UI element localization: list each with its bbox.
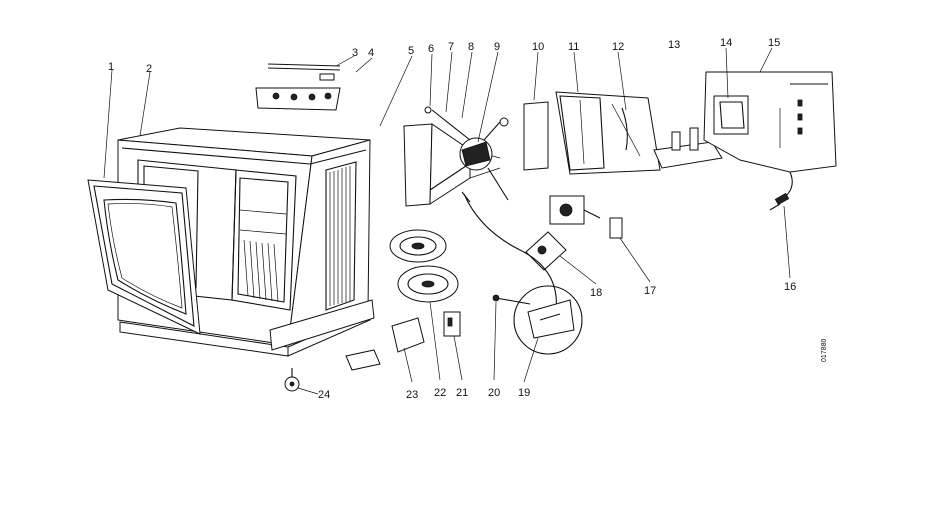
leader-lines (103, 47, 791, 395)
chassis (555, 91, 723, 175)
tuner-knob-bracket (255, 87, 341, 111)
callout-24: 24 (318, 389, 330, 401)
control-strip (267, 63, 341, 81)
callout-23: 23 (406, 389, 418, 401)
callout-22: 22 (434, 387, 446, 399)
callout-10: 10 (532, 41, 544, 53)
screw (492, 294, 531, 305)
callout-8: 8 (468, 41, 474, 53)
picture-tube (403, 123, 501, 207)
callout-11: 11 (568, 41, 579, 53)
callout-5: 5 (408, 45, 414, 57)
callout-14: 14 (720, 37, 732, 49)
speaker-bracket (443, 311, 461, 337)
front-bezel (87, 179, 201, 335)
callout-7: 7 (448, 41, 454, 53)
deflection-yoke (424, 106, 509, 203)
callout-17: 17 (644, 285, 656, 297)
callout-2: 2 (146, 63, 152, 75)
power-cord-plug (769, 171, 793, 211)
ground-cable (463, 193, 583, 355)
caster-wheel (284, 368, 300, 392)
callout-21: 21 (456, 387, 468, 399)
callout-9: 9 (494, 41, 500, 53)
side-shield (523, 101, 549, 171)
switch-assembly (549, 195, 623, 239)
callout-16: 16 (784, 281, 796, 293)
callout-12: 12 (612, 41, 624, 53)
mounting-bracket (525, 231, 567, 271)
callout-20: 20 (488, 387, 500, 399)
callout-15: 15 (768, 37, 780, 49)
main-circuit-board (703, 71, 837, 173)
speaker-lower (397, 265, 459, 303)
callout-6: 6 (428, 43, 434, 55)
callout-19: 19 (518, 387, 530, 399)
callout-13: 13 (668, 39, 680, 51)
drawing-code: 017880 (821, 339, 828, 362)
speaker-upper (389, 229, 447, 263)
callout-18: 18 (590, 287, 602, 299)
back-cover-clip (345, 317, 425, 371)
callout-1: 1 (108, 61, 114, 73)
callout-3: 3 (352, 47, 358, 59)
callout-4: 4 (368, 47, 374, 59)
